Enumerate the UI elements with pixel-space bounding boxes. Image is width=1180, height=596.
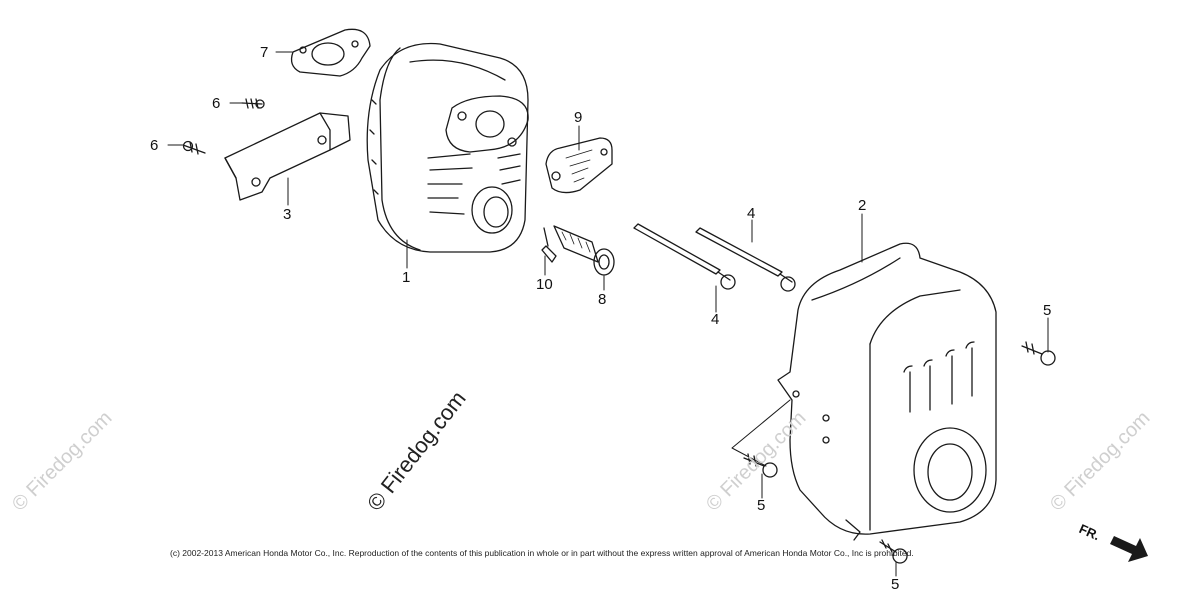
callout-2: 2 <box>858 197 867 214</box>
callout-10: 10 <box>536 276 553 293</box>
screw-part-lower <box>182 140 206 155</box>
callout-1: 1 <box>402 269 411 286</box>
small-screw-part <box>541 227 557 263</box>
muffler-protector-part <box>777 242 997 541</box>
bracket-part <box>224 112 351 201</box>
flange-bolt-part-bottom <box>879 539 908 564</box>
callout-5-left: 5 <box>757 497 766 514</box>
leader-lines <box>167 51 1049 577</box>
callout-8: 8 <box>598 291 607 308</box>
screw-part-upper <box>241 98 265 109</box>
gasket-part <box>290 28 371 77</box>
callout-6-upper: 6 <box>212 95 221 112</box>
muffler-body-part <box>366 42 529 253</box>
front-direction-arrow <box>1110 536 1148 562</box>
spark-arrester-part <box>553 225 615 276</box>
callout-7: 7 <box>260 44 269 61</box>
flange-bolt-part-right <box>1021 341 1056 366</box>
callout-4-lower: 4 <box>711 311 720 328</box>
callout-6-lower: 6 <box>150 137 159 154</box>
copyright-notice: (c) 2002-2013 American Honda Motor Co., … <box>170 548 914 558</box>
long-bolt-part-upper <box>695 227 796 292</box>
callout-9: 9 <box>574 109 583 126</box>
callout-5-right: 5 <box>1043 302 1052 319</box>
label-plate-part <box>545 137 613 194</box>
long-bolt-part-lower <box>633 223 736 290</box>
callout-4-upper: 4 <box>747 205 756 222</box>
callout-5-bottom: 5 <box>891 576 900 593</box>
callout-3: 3 <box>283 206 292 223</box>
flange-bolt-part-left <box>743 453 778 478</box>
